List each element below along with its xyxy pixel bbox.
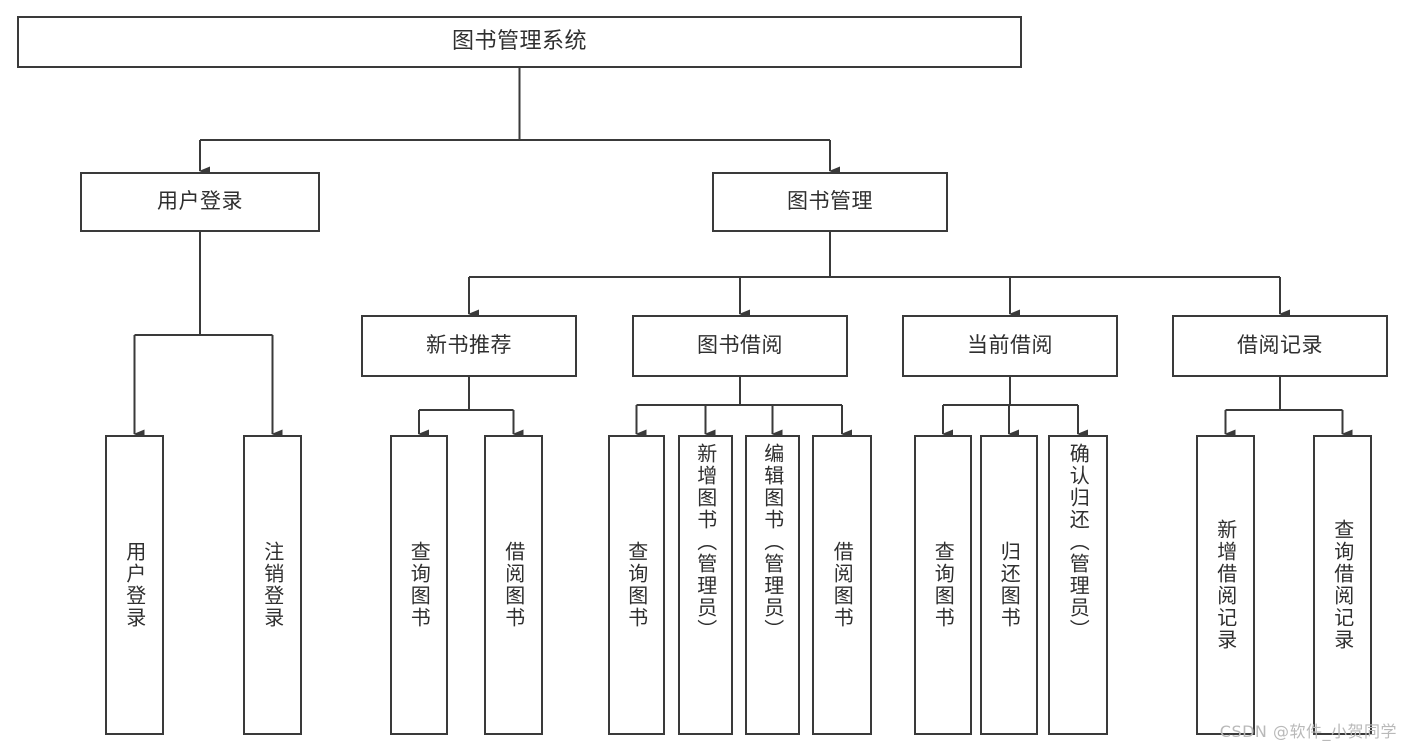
node-current-borrow[interactable]: 当前借阅 xyxy=(902,315,1118,377)
node-label: 图书管理系统 xyxy=(451,28,587,54)
node-user-login[interactable]: 用户登录 xyxy=(80,172,320,232)
node-label: 图书管理 xyxy=(787,189,873,214)
node-label: 用户登录 xyxy=(157,189,243,214)
node-leaf-user-login[interactable]: 用户登录 xyxy=(105,435,164,735)
node-leaf-br-add[interactable]: 新增借阅记录 xyxy=(1196,435,1255,735)
node-leaf-rec-query[interactable]: 查询图书 xyxy=(390,435,448,735)
node-label: 查询借阅记录 xyxy=(1330,519,1355,651)
node-leaf-cb-query[interactable]: 查询图书 xyxy=(914,435,972,735)
node-leaf-cb-confirm[interactable]: 确认归还（管理员） xyxy=(1048,435,1108,735)
node-leaf-cb-return[interactable]: 归还图书 xyxy=(980,435,1038,735)
node-label: 借阅图书 xyxy=(830,541,855,629)
node-label: 图书借阅 xyxy=(697,333,783,358)
watermark: CSDN @软件_小贺同学 xyxy=(1219,722,1397,741)
node-label: 确认归还（管理员） xyxy=(1066,443,1091,641)
node-leaf-bb-add[interactable]: 新增图书（管理员） xyxy=(678,435,733,735)
node-label: 查询图书 xyxy=(931,541,956,629)
node-borrow-record[interactable]: 借阅记录 xyxy=(1172,315,1388,377)
node-label: 注销登录 xyxy=(260,541,285,629)
node-label: 当前借阅 xyxy=(967,333,1053,358)
node-label: 新书推荐 xyxy=(426,333,512,358)
node-leaf-user-logout[interactable]: 注销登录 xyxy=(243,435,302,735)
node-book-borrow[interactable]: 图书借阅 xyxy=(632,315,848,377)
node-leaf-rec-borrow[interactable]: 借阅图书 xyxy=(484,435,543,735)
node-label: 查询图书 xyxy=(407,541,432,629)
node-label: 查询图书 xyxy=(624,541,649,629)
node-label: 新增借阅记录 xyxy=(1213,519,1238,651)
node-root[interactable]: 图书管理系统 xyxy=(17,16,1022,68)
node-label: 归还图书 xyxy=(997,541,1022,629)
node-leaf-bb-query[interactable]: 查询图书 xyxy=(608,435,665,735)
node-book-manage[interactable]: 图书管理 xyxy=(712,172,948,232)
node-label: 编辑图书（管理员） xyxy=(760,443,785,641)
node-label: 借阅记录 xyxy=(1237,333,1323,358)
node-new-book-rec[interactable]: 新书推荐 xyxy=(361,315,577,377)
node-leaf-bb-edit[interactable]: 编辑图书（管理员） xyxy=(745,435,800,735)
node-leaf-bb-borrow[interactable]: 借阅图书 xyxy=(812,435,872,735)
node-label: 新增图书（管理员） xyxy=(693,443,718,641)
node-label: 借阅图书 xyxy=(501,541,526,629)
node-leaf-br-query[interactable]: 查询借阅记录 xyxy=(1313,435,1372,735)
node-label: 用户登录 xyxy=(122,541,147,629)
